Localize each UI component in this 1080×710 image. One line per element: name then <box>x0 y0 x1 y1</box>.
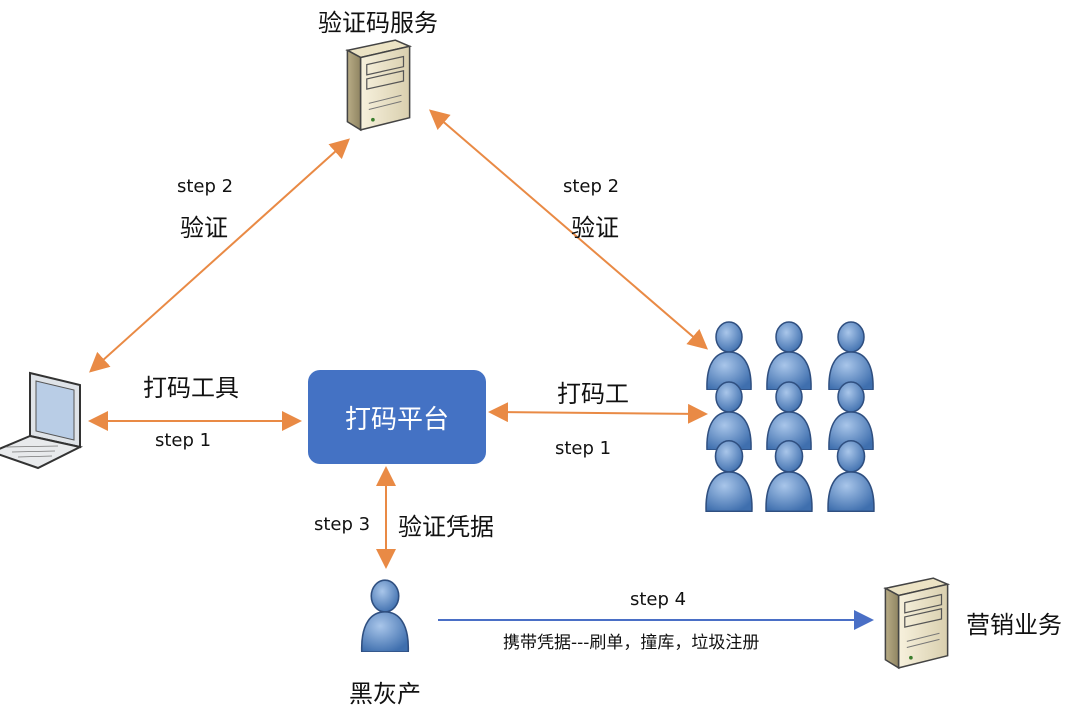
server-icon <box>884 577 949 669</box>
person-icon <box>360 579 410 652</box>
edge-label: 验证 <box>571 214 619 242</box>
step-label: step 1 <box>155 430 212 451</box>
step-label: step 4 <box>630 589 687 610</box>
laptop-icon <box>0 371 83 470</box>
step-label: step 1 <box>555 438 612 459</box>
crowd-icon <box>705 321 875 512</box>
captcha-service-label: 验证码服务 <box>318 9 438 37</box>
platform-box: 打码平台 <box>308 370 486 464</box>
arrow-platform-workers <box>488 402 708 424</box>
marketing-label: 营销业务 <box>966 611 1062 639</box>
arrow-tool-service <box>89 138 350 373</box>
step-label: step 3 <box>314 514 371 535</box>
step-label: step 2 <box>177 176 234 197</box>
server-icon <box>346 39 411 131</box>
arrow-workers-service <box>428 109 709 350</box>
workers-label: 打码工 <box>557 380 629 408</box>
tool-label: 打码工具 <box>143 374 239 402</box>
step-label: step 2 <box>563 176 620 197</box>
blackmarket-label: 黑灰产 <box>349 680 421 708</box>
edge-label: 验证凭据 <box>398 513 494 541</box>
edge-label: 验证 <box>180 214 228 242</box>
edge-label: 携带凭据---刷单，撞库，垃圾注册 <box>503 633 760 653</box>
platform-label: 打码平台 <box>344 404 449 435</box>
